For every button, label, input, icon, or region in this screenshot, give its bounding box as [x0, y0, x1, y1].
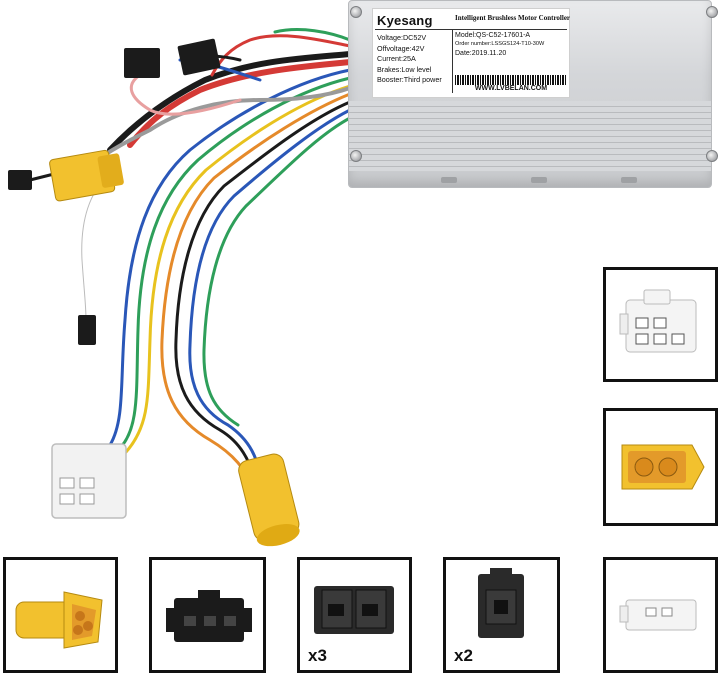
connector-box-white-small — [603, 557, 718, 673]
label-divider — [375, 29, 567, 30]
mount-foot — [441, 177, 457, 183]
yellow-3-pin-bullet-connector-icon — [15, 591, 103, 649]
barcode — [455, 75, 567, 85]
label-divider — [452, 29, 453, 93]
manufacture-date: Date:2019.11.20 — [455, 50, 507, 57]
black-1-pin-connector-icon — [478, 568, 524, 638]
connector-box-yellow-xt60 — [603, 408, 718, 526]
connector-box-black-3-pin — [149, 557, 266, 673]
spec-current: Current:25A — [377, 54, 416, 63]
spec-brakes: Brakes:Low level — [377, 64, 432, 74]
quantity-label: x3 — [308, 646, 327, 665]
quantity-label: x2 — [454, 646, 473, 665]
black-3-pin-connector-icon — [166, 590, 252, 642]
connector-box-white-6-pin — [603, 267, 718, 382]
brand-name: Kyesang — [377, 13, 433, 28]
spec-offvoltage: Offvoltage:42V — [377, 43, 425, 53]
mount-foot — [531, 177, 547, 183]
connector-box-black-1-pin: x2 — [443, 557, 560, 673]
yellow-xt60-connector-icon — [621, 444, 705, 490]
mount-foot — [621, 177, 637, 183]
white-small-connector-icon — [619, 599, 697, 631]
website-url: WWW.LVBELAN.COM — [474, 85, 548, 92]
spec-voltage: Voltage:DC52V — [377, 33, 427, 42]
heat-sink-fins — [349, 101, 711, 171]
screw — [706, 150, 718, 162]
screw — [350, 6, 362, 18]
spec-list: Voltage:DC52V Offvoltage:42V Current:25A… — [377, 33, 451, 86]
spec-booster: Booster:Third power — [377, 75, 442, 84]
screw — [350, 150, 362, 162]
order-number: Order number:LSSGS124-T10-30W — [455, 41, 545, 47]
black-2-pin-connector-icon — [314, 586, 394, 634]
controller-spec-label: Kyesang Intelligent Brushless Motor Cont… — [372, 8, 570, 98]
screw — [706, 6, 718, 18]
label-title: Intelligent Brushless Motor Controller — [455, 14, 571, 22]
model-number: Model:QS-C52-17601-A — [455, 32, 531, 39]
connector-box-black-2-pin: x3 — [297, 557, 412, 673]
white-6-pin-connector-icon — [619, 289, 697, 353]
model-info: Model:QS-C52-17601-A Order number:LSSGS1… — [455, 31, 567, 58]
connector-box-yellow-bullet — [3, 557, 118, 673]
